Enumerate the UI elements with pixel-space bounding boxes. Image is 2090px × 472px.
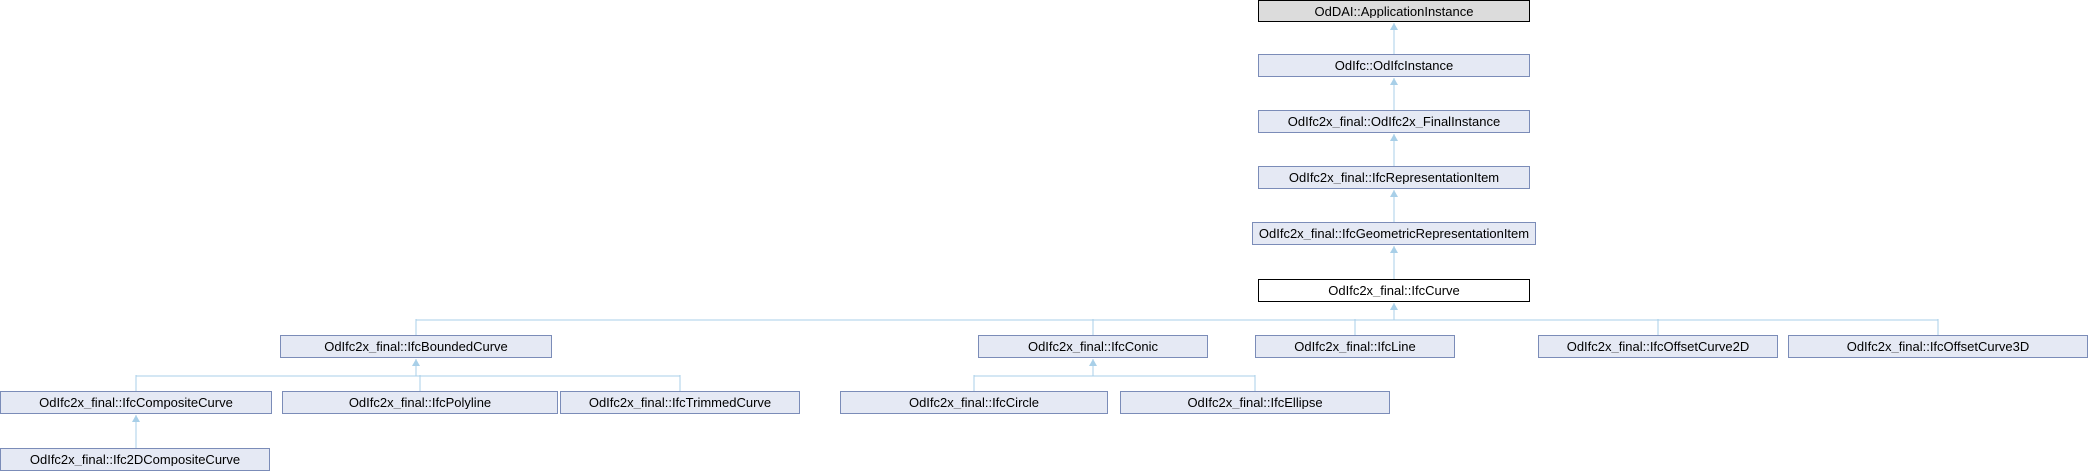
class-node-label: OdIfc2x_final::IfcConic: [1027, 340, 1159, 353]
class-node-OdIfc2x_FinalInstance[interactable]: OdIfc2x_final::OdIfc2x_FinalInstance: [1258, 110, 1530, 133]
class-node-IfcRepresentationItem[interactable]: OdIfc2x_final::IfcRepresentationItem: [1258, 166, 1530, 189]
class-node-IfcGeometricRepresentationItem[interactable]: OdIfc2x_final::IfcGeometricRepresentatio…: [1252, 222, 1536, 245]
class-node-IfcBoundedCurve[interactable]: OdIfc2x_final::IfcBoundedCurve: [280, 335, 552, 358]
class-node-label: OdIfc2x_final::IfcOffsetCurve3D: [1846, 340, 2030, 353]
class-node-IfcCurve[interactable]: OdIfc2x_final::IfcCurve: [1258, 279, 1530, 302]
class-node-IfcOffsetCurve2D[interactable]: OdIfc2x_final::IfcOffsetCurve2D: [1538, 335, 1778, 358]
class-node-label: OdIfc2x_final::IfcPolyline: [348, 396, 492, 409]
class-node-IfcLine[interactable]: OdIfc2x_final::IfcLine: [1255, 335, 1455, 358]
class-node-IfcCompositeCurve[interactable]: OdIfc2x_final::IfcCompositeCurve: [0, 391, 272, 414]
class-node-label: OdIfc2x_final::IfcGeometricRepresentatio…: [1258, 227, 1530, 240]
class-node-label: OdIfc2x_final::IfcCircle: [908, 396, 1040, 409]
class-node-IfcOffsetCurve3D[interactable]: OdIfc2x_final::IfcOffsetCurve3D: [1788, 335, 2088, 358]
class-node-label: OdIfc2x_final::Ifc2DCompositeCurve: [29, 453, 241, 466]
class-node-label: OdDAI::ApplicationInstance: [1314, 4, 1474, 18]
class-node-IfcCircle[interactable]: OdIfc2x_final::IfcCircle: [840, 391, 1108, 414]
class-node-label: OdIfc2x_final::IfcTrimmedCurve: [588, 396, 772, 409]
class-node-label: OdIfc::OdIfcInstance: [1334, 59, 1454, 72]
class-node-label: OdIfc2x_final::IfcBoundedCurve: [324, 340, 508, 353]
class-node-IfcEllipse[interactable]: OdIfc2x_final::IfcEllipse: [1120, 391, 1390, 414]
class-node-label: OdIfc2x_final::IfcRepresentationItem: [1288, 171, 1500, 184]
class-node-label: OdIfc2x_final::IfcEllipse: [1187, 396, 1323, 409]
class-node-Ifc2DCompositeCurve[interactable]: OdIfc2x_final::Ifc2DCompositeCurve: [0, 448, 270, 471]
class-node-IfcPolyline[interactable]: OdIfc2x_final::IfcPolyline: [282, 391, 558, 414]
class-node-ApplicationInstance[interactable]: OdDAI::ApplicationInstance: [1258, 0, 1530, 22]
class-node-label: OdIfc2x_final::IfcOffsetCurve2D: [1566, 340, 1750, 353]
class-node-IfcTrimmedCurve[interactable]: OdIfc2x_final::IfcTrimmedCurve: [560, 391, 800, 414]
class-node-label: OdIfc2x_final::IfcCompositeCurve: [39, 396, 233, 409]
class-node-label: OdIfc2x_final::OdIfc2x_FinalInstance: [1287, 115, 1501, 128]
class-node-label: OdIfc2x_final::IfcLine: [1294, 340, 1416, 353]
class-node-label: OdIfc2x_final::IfcCurve: [1328, 284, 1460, 297]
class-node-IfcConic[interactable]: OdIfc2x_final::IfcConic: [978, 335, 1208, 358]
class-node-OdIfcInstance[interactable]: OdIfc::OdIfcInstance: [1258, 54, 1530, 77]
